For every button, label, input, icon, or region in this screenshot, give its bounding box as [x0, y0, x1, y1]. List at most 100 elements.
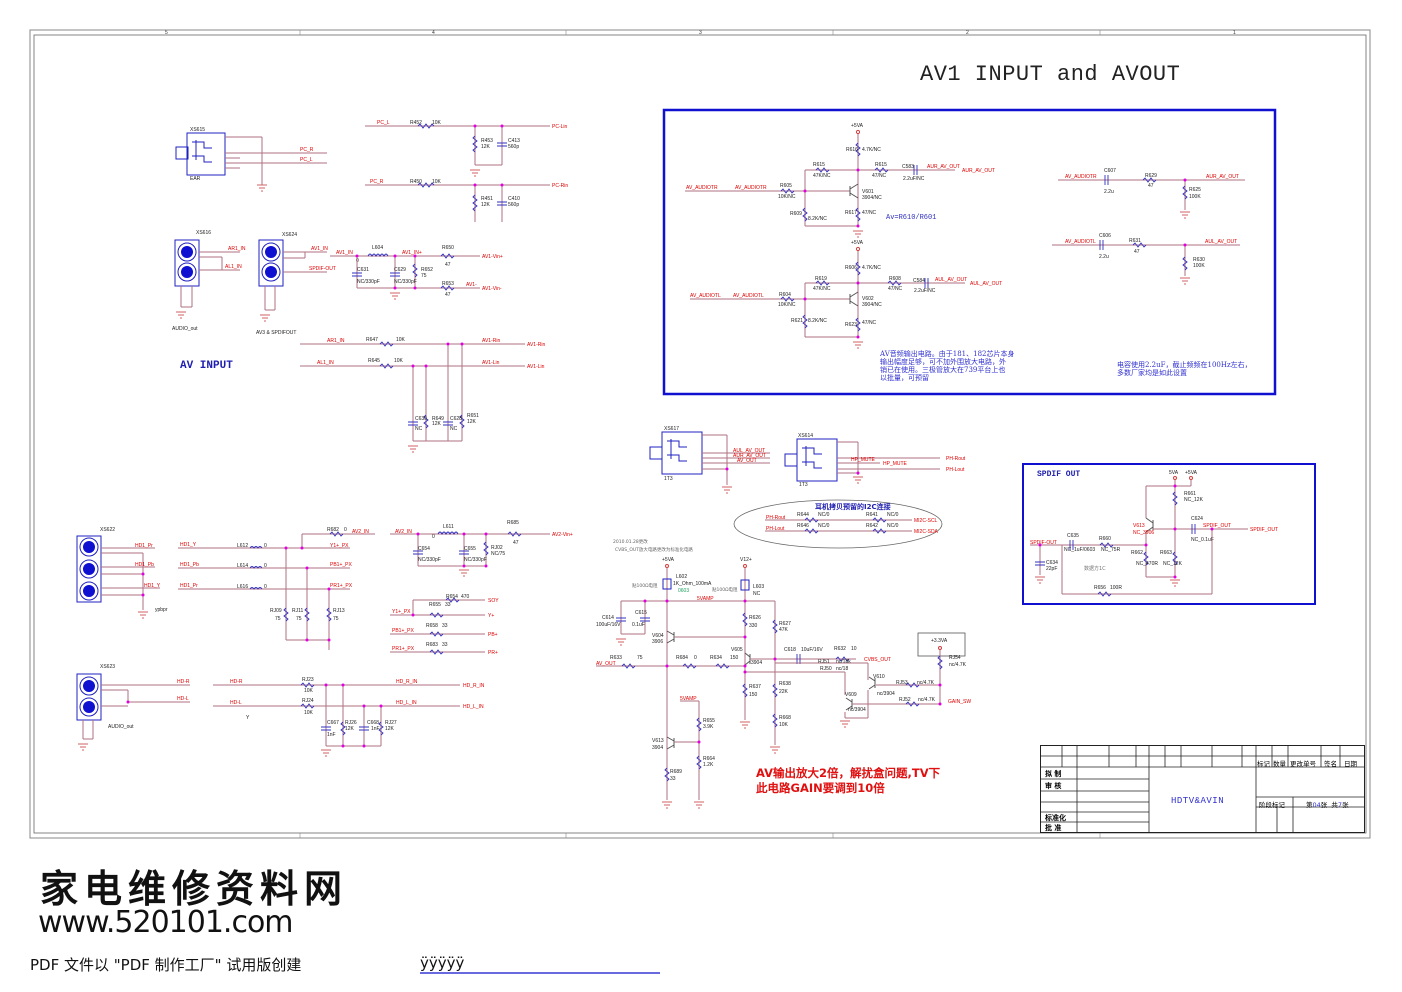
capacitor-symbol: [913, 165, 918, 175]
port-av2-vin-plus[interactable]: AV2-Vin+: [552, 532, 573, 538]
port-gain-sw[interactable]: GAIN_SW: [948, 699, 971, 705]
ref-label: C410: [508, 196, 520, 202]
ref-label: R644: [797, 512, 809, 518]
av-out-note: AV音频输出电路。由于181、182芯片本身 输出幅度足够，可不加外围放大电路，…: [880, 350, 1015, 382]
ref-xs623: XS623: [100, 664, 115, 670]
tb-header-qty: 数量: [1273, 760, 1286, 768]
port-av-audiotl[interactable]: AV_AUDIOTL: [690, 293, 721, 299]
port-av-audiotr[interactable]: AV_AUDIOTR: [686, 185, 718, 191]
port-cvbs-out[interactable]: CVBS_OUT: [864, 657, 891, 663]
port-hp-mute[interactable]: HP_MUTE: [883, 461, 908, 467]
port-mi2c-scl[interactable]: MI2C-SCL: [914, 518, 938, 524]
ref-label: RJ51: [818, 659, 830, 665]
value-label: 10K: [304, 710, 314, 716]
value-label: nc/4.7K: [917, 680, 935, 686]
value-label: 0.1uF: [632, 622, 645, 628]
port-spdif-out[interactable]: SPDIF_OUT: [1250, 527, 1278, 533]
ref-label: R647: [366, 337, 378, 343]
capacitor-symbol: [321, 726, 331, 731]
ref-label: V602: [862, 296, 874, 302]
inductor-symbol: [249, 587, 263, 590]
value-label: 330: [749, 623, 758, 629]
value-label: 2.2uF/NC: [914, 288, 936, 294]
ref-label: R630: [1193, 257, 1205, 263]
ref-label: RJ23: [302, 677, 314, 683]
ref-label: R649: [432, 416, 444, 422]
supply-label: +5VA: [1185, 470, 1198, 476]
stray-label: Y: [246, 715, 250, 721]
net-label: AV_AUDIOTL: [733, 293, 764, 299]
ref-label: R619: [815, 276, 827, 282]
ground-icon: [1170, 579, 1180, 587]
ref-label: L611: [443, 524, 454, 530]
jack-plug-icon: [784, 453, 798, 467]
resistor-symbol: [379, 363, 394, 369]
value-label: NC/75: [491, 551, 505, 557]
net-label: PH-Rout: [766, 515, 786, 521]
resistor-symbol: [417, 123, 435, 129]
resistor-symbol: [872, 517, 887, 523]
ref-label: RJ27: [385, 720, 397, 726]
sheet-total: 7: [1337, 801, 1343, 809]
port-pr-plus[interactable]: PR+: [488, 650, 498, 656]
ref-label: R689: [670, 769, 682, 775]
port-mi2c-sda[interactable]: MI2C-SDA: [914, 529, 939, 535]
capacitor-symbol: [1191, 524, 1196, 534]
port-y-plus[interactable]: Y+: [488, 613, 494, 619]
net-label: AUR_AV_OUT: [1206, 174, 1239, 180]
value-label: NC/330pF: [357, 279, 380, 285]
pdf-footer-link[interactable]: ÿÿÿÿÿ: [420, 954, 660, 974]
resistor-symbol: [815, 167, 830, 173]
port-ph-lout[interactable]: PH-Lout: [946, 467, 965, 473]
port-pc-rin[interactable]: PC-Rin: [552, 183, 568, 189]
av-out-left-amp: +5VA R606 4.7K/NC R619 47K/NC R608 47/NC…: [690, 240, 1002, 349]
net-label: AUL_AV_OUT: [733, 448, 765, 454]
resistor-symbol: [440, 253, 455, 259]
ref-label: C607: [1104, 168, 1116, 174]
value-label: NC_0.1uF: [1191, 537, 1214, 543]
port-aul-av-out[interactable]: AUL_AV_OUT: [970, 281, 1002, 287]
port-hd-r-in[interactable]: HD_R_IN: [463, 683, 485, 689]
port-av1-vin-minus[interactable]: AV1-Vin-: [482, 286, 502, 292]
av-out-right-amp: +5VA R616 4.7K/NC R615 47K/NC R615 47/NC…: [685, 123, 995, 238]
resistor-symbol: [417, 182, 435, 188]
tb-stage-label: 阶段标记: [1259, 801, 1285, 809]
port-hd-l-in[interactable]: HD_L_IN: [463, 704, 484, 710]
port-aur-av-out[interactable]: AUR_AV_OUT: [962, 168, 995, 174]
net-label: HD1_Y: [144, 583, 161, 589]
value-label: 47K/NC: [813, 173, 831, 179]
resistor-symbol: [682, 663, 697, 669]
ref-label: C624: [1191, 516, 1203, 522]
ref-label: C631: [357, 267, 369, 273]
ref-label: R683: [426, 642, 438, 648]
capacitor-symbol: [413, 550, 423, 555]
port-ph-rout[interactable]: PH-Rout: [946, 456, 966, 462]
net-label: AV_AUDIOTR: [1065, 174, 1097, 180]
resistor-symbol: [340, 721, 346, 736]
sheet-mid: 张 共: [1320, 801, 1338, 809]
net-label: PR1+_PX: [392, 646, 415, 652]
ref-label: R608: [889, 276, 901, 282]
net-label: AV2_IN: [395, 529, 412, 535]
port-soy[interactable]: SOY: [488, 598, 499, 604]
ref-label: C615: [635, 610, 647, 616]
value-label: 47/NC: [872, 173, 887, 179]
ref-label: R641: [866, 512, 878, 518]
value-label: 12K: [467, 419, 477, 425]
resistor-symbol: [429, 649, 444, 655]
port-pb-plus[interactable]: PB+: [488, 632, 498, 638]
port-pc-lin[interactable]: PC-Lin: [552, 124, 568, 130]
ground-icon: [176, 311, 186, 319]
jack-xs614: [796, 438, 838, 482]
port-av1-lin[interactable]: AV1-Lin: [527, 364, 545, 370]
pnp-transistor-symbol: [1145, 517, 1154, 533]
ground-icon: [694, 801, 704, 809]
ground-icon: [1180, 277, 1190, 285]
power-box: [917, 632, 966, 657]
port-av1-vin-plus[interactable]: AV1-Vin+: [482, 254, 503, 260]
ref-label: R658: [426, 623, 438, 629]
revision-note: 2010.01.28更改: [613, 538, 648, 545]
resistor-symbol: [378, 721, 384, 736]
port-av1-rin[interactable]: AV1-Rin: [527, 342, 545, 348]
capacitor-symbol: [443, 421, 453, 426]
